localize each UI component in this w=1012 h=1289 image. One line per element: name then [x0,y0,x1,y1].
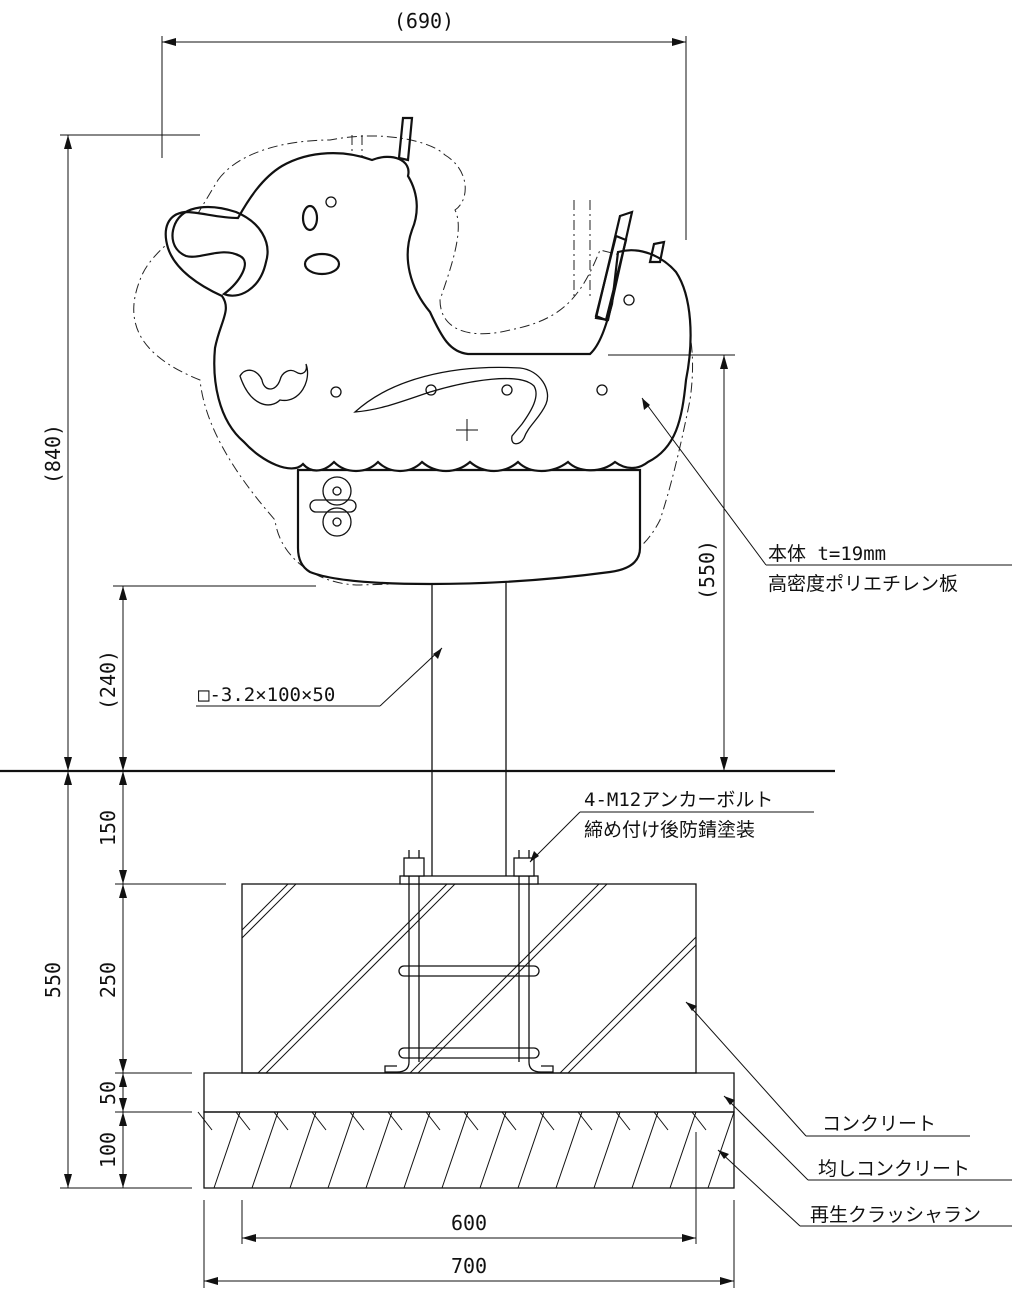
callout-post-section: □-3.2×100×50 [198,684,335,706]
dim-levelling-height: 50 [96,1081,120,1105]
dim-seat-height: (550) [695,540,719,600]
rider-base [296,468,642,586]
callout-crushed-stone: 再生クラッシャラン [810,1204,981,1226]
dim-pipe-clearance: (240) [96,650,120,710]
elephant-silhouette [164,152,692,473]
dimension-arrows [64,38,734,1285]
stone-hatch-line [235,1111,279,1189]
stone-hatch-line [501,1111,545,1189]
callout-concrete: コンクリート [822,1113,936,1135]
crushed-stone-layer [197,1111,735,1189]
concrete-block [241,883,697,1074]
rider-body [164,116,692,586]
leader-arrows [433,398,735,1159]
leader-lines [196,397,1012,1227]
callout-anchor-bolt: 4-M12アンカーボルト [584,789,773,811]
dim-overall-height: (840) [41,424,65,484]
support-post [431,580,507,876]
stone-hatch-line [273,1111,317,1189]
stone-hatch-line [615,1111,659,1189]
dim-embed-depth: 150 [96,810,120,846]
dim-crushed-stone-height: 100 [96,1132,120,1168]
stone-hatch-line [539,1111,583,1189]
stone-hatch-line [577,1111,621,1189]
dim-overall-width: (690) [394,9,454,33]
stone-hatch-line [349,1111,393,1189]
callout-levelling: 均しコンクリート [818,1158,970,1180]
stone-hatch-line [463,1111,507,1189]
stone-hatch-line [311,1111,355,1189]
dim-concrete-width: 600 [451,1211,487,1235]
stone-hatch-line [425,1111,469,1189]
callout-anchor-bolt-2: 締め付け後防錆塗装 [584,818,755,841]
callout-body-material: 本体 t=19mm [768,543,886,565]
stone-hatch-line [387,1111,431,1189]
dimension-lines [60,36,735,1288]
dim-foundation-total: 550 [41,962,65,998]
stone-hatch-line [197,1111,241,1189]
dim-base-width: 700 [451,1254,487,1278]
callout-body-material-2: 高密度ポリエチレン板 [768,573,958,595]
dim-concrete-height: 250 [96,962,120,998]
stone-hatch-line [691,1111,735,1189]
stone-hatch-line [653,1111,697,1189]
hand-grip [309,476,357,537]
anchor-bolts [384,850,554,1073]
levelling-concrete-layer [203,1072,735,1113]
